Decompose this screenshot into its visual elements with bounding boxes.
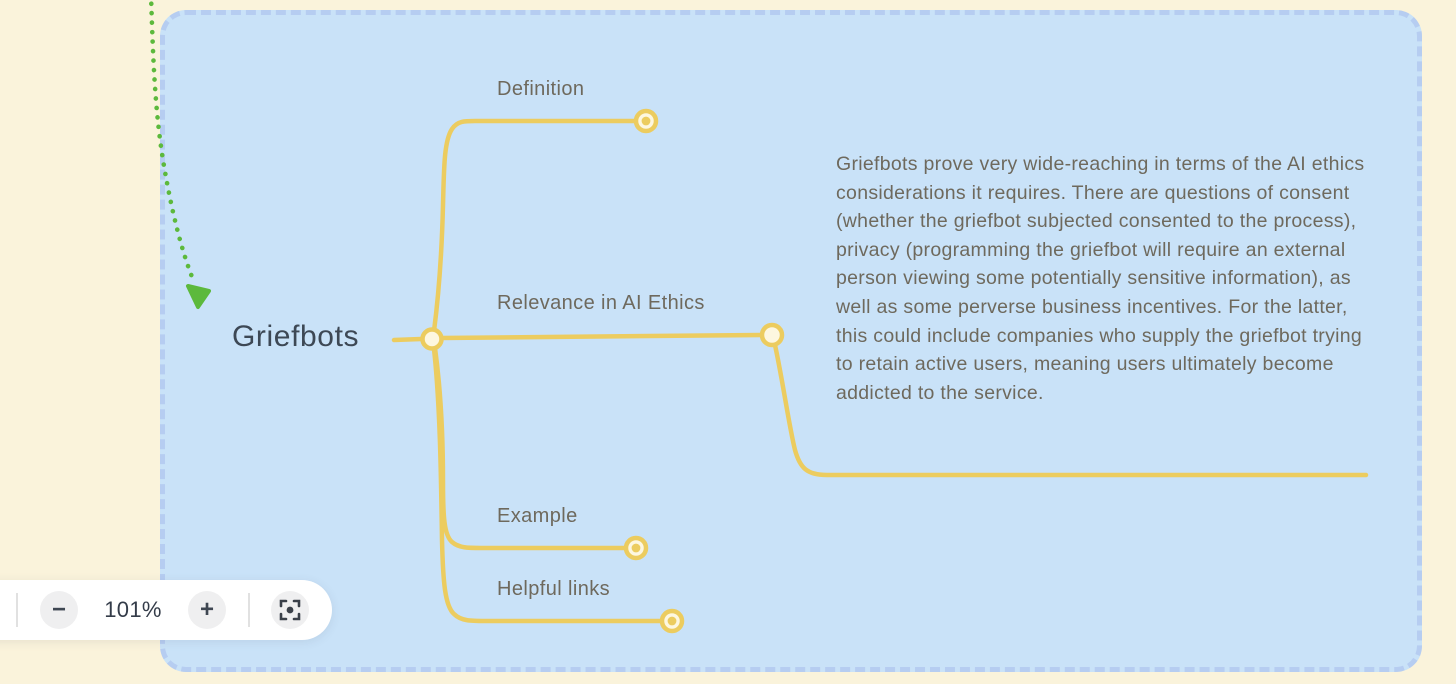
- root-topic-griefbots[interactable]: Griefbots: [232, 320, 360, 353]
- selection-frame[interactable]: [160, 10, 1422, 672]
- toolbar-divider: [16, 593, 18, 627]
- recenter-button[interactable]: [271, 591, 309, 629]
- zoom-in-button[interactable]: +: [188, 591, 226, 629]
- topic-relevance-in-ai-ethics[interactable]: Relevance in AI Ethics: [497, 292, 705, 314]
- topic-note-relevance[interactable]: Griefbots prove very wide-reaching in te…: [836, 153, 1365, 404]
- topic-definition[interactable]: Definition: [497, 78, 585, 100]
- zoom-out-button[interactable]: −: [40, 591, 78, 629]
- focus-icon: [279, 599, 301, 621]
- zoom-level-readout: 101%: [104, 597, 162, 622]
- toolbar-divider: [248, 593, 250, 627]
- zoom-toolbar: − 101% +: [0, 580, 332, 640]
- topic-helpful-links[interactable]: Helpful links: [497, 578, 611, 600]
- topic-example[interactable]: Example: [497, 505, 578, 527]
